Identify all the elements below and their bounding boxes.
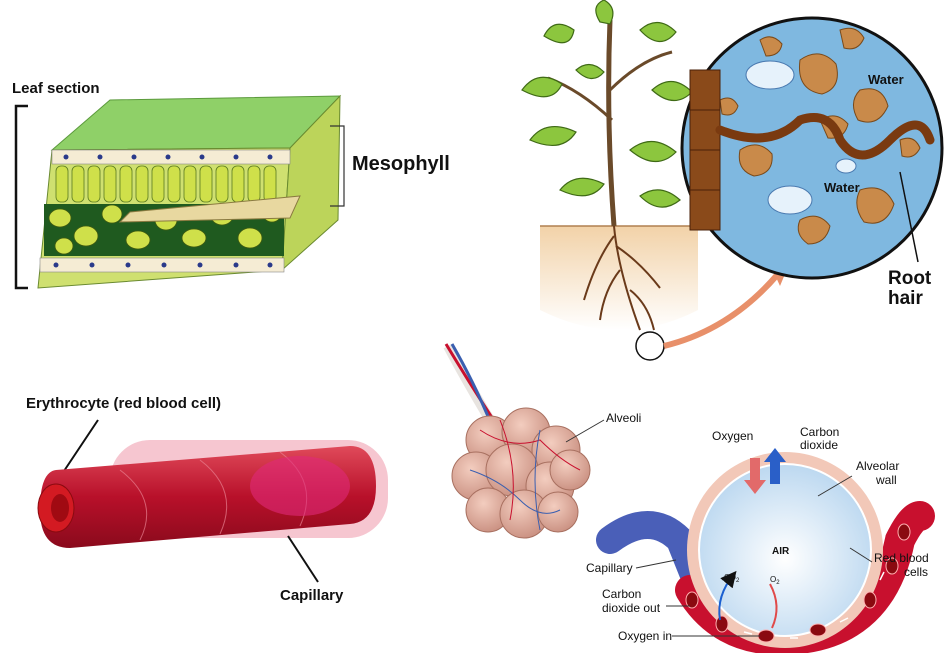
o2-exchange-arrow: [769, 583, 778, 629]
alveolus-red-blood-cells: [685, 523, 911, 643]
alveoli-cluster: Alveoli: [443, 343, 641, 539]
root-hair: [715, 113, 935, 160]
root-zoom-circle: [635, 331, 665, 361]
rbc-pointer: [849, 547, 873, 563]
mesophyll-label: Mesophyll: [352, 153, 450, 175]
co2-symbol: CO2: [724, 573, 740, 584]
capillary-pointer: [287, 535, 319, 583]
alveolus-detail: AIR Oxygen Carbon dioxide Alveolar wall …: [586, 425, 935, 653]
leaf-section: Leaf section: [12, 80, 450, 290]
capillary-panel: Erythrocyte (red blood cell) Capillary: [26, 395, 388, 604]
alveolus-capillary-label: Capillary: [586, 561, 633, 575]
oxygen-label: Oxygen: [712, 429, 753, 443]
co2-out-label-line2: dioxide out: [602, 601, 661, 615]
alveoli-pointer: [565, 419, 605, 443]
alveolar-wall-label-line1: Alveolar: [856, 459, 899, 473]
water-label-2: Water: [824, 180, 860, 195]
plant-root-panel: Water Water Root hair: [521, 0, 944, 361]
water-label-1: Water: [868, 72, 904, 87]
leaf-side-face: [281, 94, 341, 272]
air-spaces: [745, 60, 857, 215]
co2-arrow-head: [764, 448, 786, 462]
leaf-vein: [118, 195, 301, 223]
o2-symbol: O2: [770, 575, 780, 586]
co2-arrow-shaft: [770, 462, 780, 484]
o2-symbol-sub: 2: [776, 580, 780, 586]
alveolar-wall-pointer: [817, 475, 853, 497]
mesophyll-bracket: [330, 125, 345, 207]
blood-flow-arrows: [743, 571, 885, 639]
root-hair-pointer: [899, 171, 919, 263]
leaf-section-label: Leaf section: [12, 80, 100, 97]
plant-roots: [583, 225, 661, 331]
alveolus-capillary-blue: [596, 511, 714, 604]
co2-out-label-line1: Carbon: [602, 587, 641, 601]
epidermis-nuclei: [53, 154, 273, 268]
alveoli-label: Alveoli: [606, 411, 641, 425]
alveolar-wall-label-line2: wall: [875, 473, 897, 487]
erythrocyte-label: Erythrocyte (red blood cell): [26, 395, 221, 412]
co2-symbol-base: CO: [724, 573, 736, 582]
palisade-layer: [55, 165, 277, 203]
oxygen-arrow-shaft: [750, 458, 760, 480]
red-blood-cells-label-line2: cells: [904, 565, 928, 579]
capillary-label: Capillary: [280, 587, 344, 604]
co2-exchange-arrow: [718, 570, 737, 621]
root-cells: [689, 69, 721, 231]
carbon-dioxide-label-line2: dioxide: [800, 438, 838, 452]
leaf-upper-epidermis: [51, 149, 291, 165]
soil-block: [540, 226, 698, 330]
root-hair-label-line1: Root: [888, 268, 932, 289]
root-hair-label-line2: hair: [888, 288, 923, 309]
oxygen-in-label: Oxygen in: [618, 629, 672, 643]
leaf-section-bracket: [14, 104, 28, 290]
oxygen-arrow-head: [744, 480, 766, 494]
co2-symbol-sub: 2: [736, 578, 740, 584]
o2-symbol-base: O: [770, 575, 776, 584]
alveoli-capillary-net: [469, 419, 581, 531]
air-label: AIR: [772, 546, 790, 557]
plant-stem: [606, 19, 617, 227]
red-blood-cell-center: [51, 494, 69, 522]
zoom-arrow: [663, 272, 781, 349]
alveolus-air-space: [698, 463, 872, 637]
carbon-dioxide-label-line1: Carbon: [800, 425, 839, 439]
plant-foliage: [521, 0, 693, 208]
red-blood-cells-label-line1: Red blood: [874, 551, 929, 565]
alveoli-buds: [451, 407, 591, 539]
capillary-right-pointer: [635, 559, 677, 569]
plant-branch-right: [608, 50, 673, 92]
capillary-highlight: [250, 456, 350, 516]
